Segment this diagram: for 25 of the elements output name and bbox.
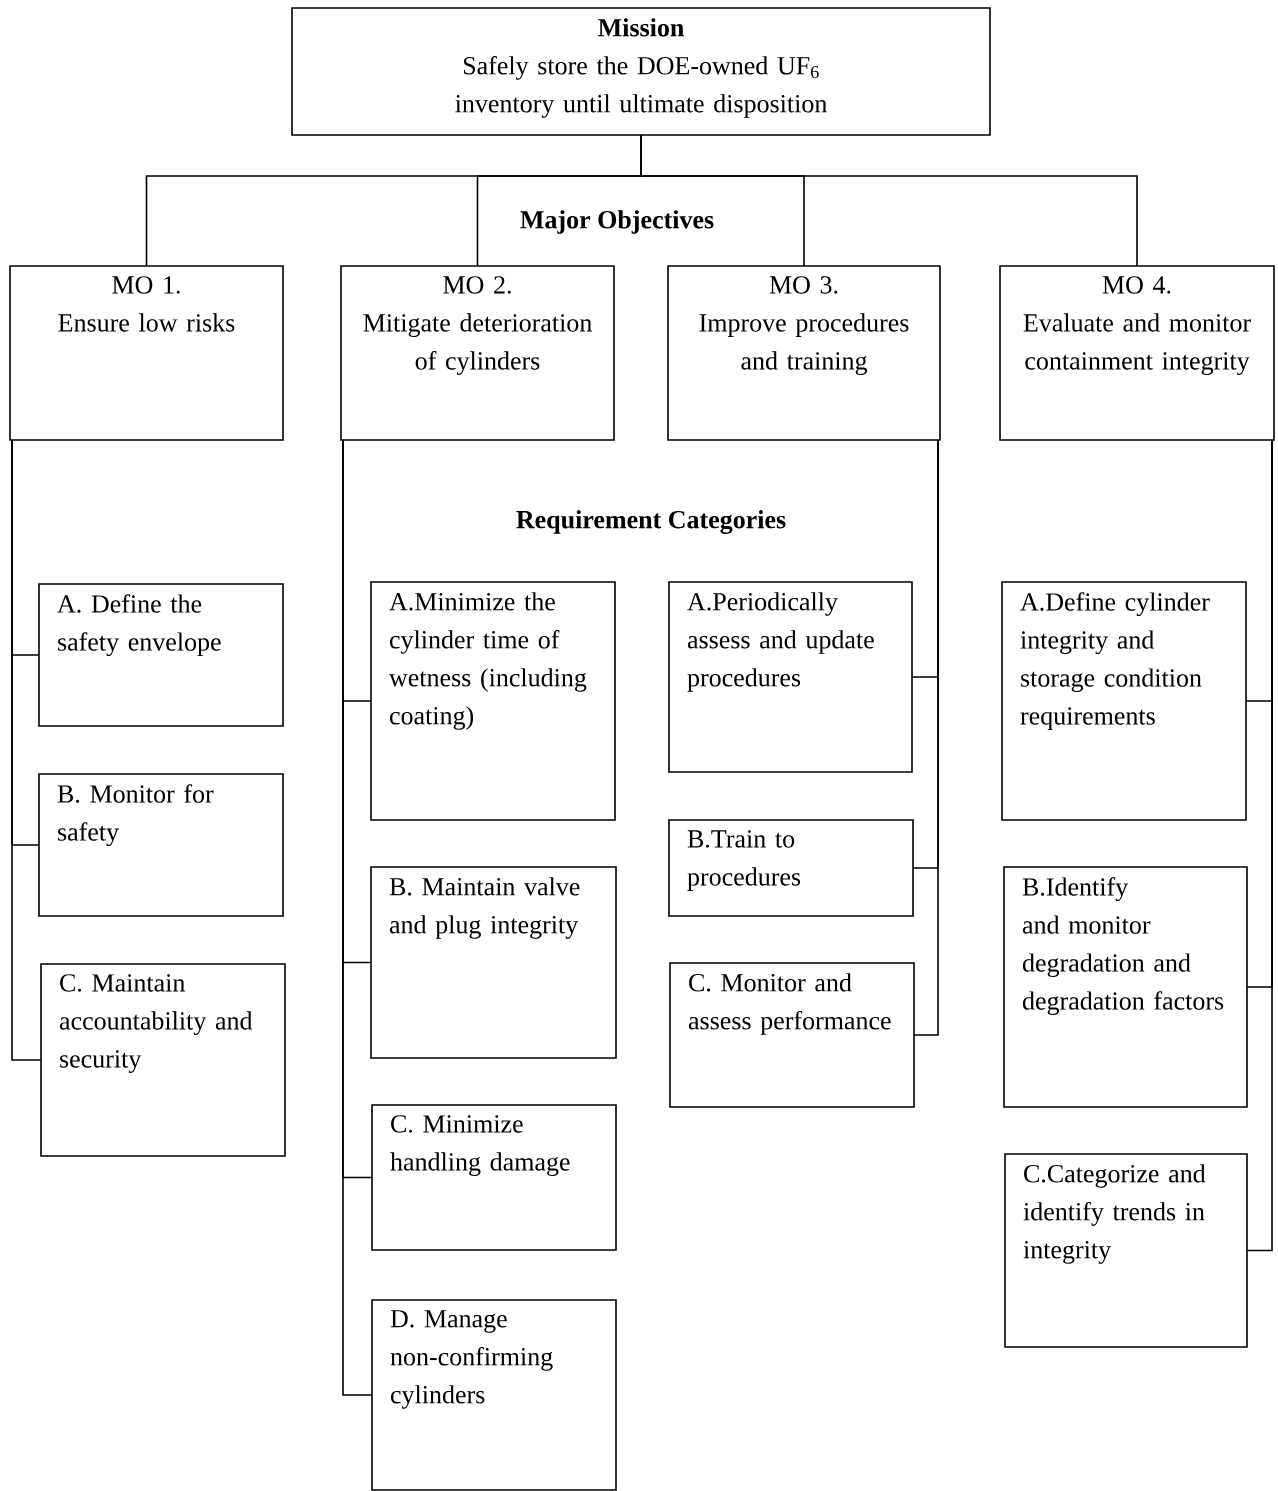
category-box: B. Maintain valve and plug integrity — [370, 866, 617, 1059]
category-box: A. Define the safety envelope — [38, 583, 284, 727]
connector-line — [342, 439, 373, 1396]
section-heading: Major Objectives — [517, 208, 717, 236]
connector-line — [913, 439, 939, 1036]
connector-line — [640, 134, 1138, 267]
category-box: B.Train to procedures — [668, 819, 914, 917]
category-box: C. Minimize handling damage — [371, 1104, 617, 1251]
objective-box: MO 1. Ensure low risks — [9, 265, 284, 441]
objective-box: MO 4. Evaluate and monitor containment integrity — [999, 265, 1275, 441]
category-box: B. Monitor for safety — [38, 773, 284, 917]
mission-box: Mission Safely store the DOE-owned UF$_{6}$ inventory until ultimate disposition — [291, 7, 991, 136]
connector-line — [1246, 439, 1273, 1252]
category-box: A.Minimize the cylinder time of wetness (including coating) — [370, 581, 616, 821]
category-box: D. Manage non-confirming cylinders — [371, 1299, 617, 1491]
category-box: A.Define cylinder integrity and storage condition requirements — [1001, 581, 1247, 821]
category-box: C. Monitor and assess performance — [669, 962, 915, 1108]
category-box: C. Maintain accountability and security — [40, 963, 286, 1157]
category-box: B.Identify and monitor degradation and degradation factors — [1003, 866, 1248, 1108]
objective-box: MO 3. Improve procedures and training — [667, 265, 941, 441]
objective-box: MO 2. Mitigate deterioration of cylinders — [340, 265, 615, 441]
section-heading: Requirement Categories — [513, 508, 789, 536]
category-box: A.Periodically assess and update procedures — [668, 581, 913, 773]
category-box: C.Categorize and identify trends in integrity — [1004, 1153, 1248, 1348]
connector-line — [11, 439, 42, 1061]
